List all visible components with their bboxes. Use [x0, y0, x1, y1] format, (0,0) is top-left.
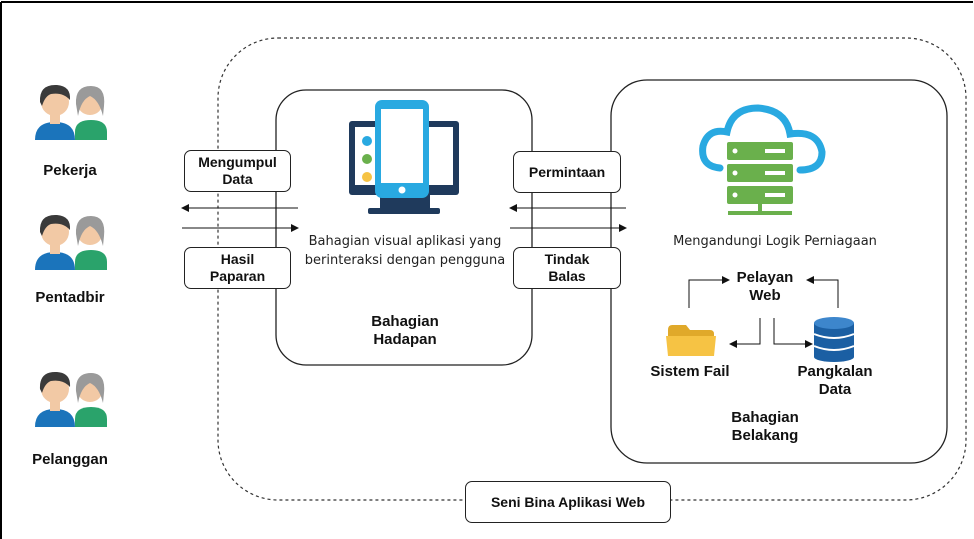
display-result-box: Hasil Paparan: [184, 247, 291, 289]
frontend-description: Bahagian visual aplikasi yang berinterak…: [304, 234, 506, 268]
architecture-title: Seni Bina Aplikasi Web: [465, 481, 671, 523]
database-label: Pangkalan Data: [797, 363, 873, 398]
cloud-server-icon: [699, 104, 826, 215]
collect-data-box: Mengumpul Data: [184, 150, 291, 192]
backend-description: Mengandungi Logik Perniagaan: [673, 234, 877, 249]
request-box: Permintaan: [513, 151, 621, 193]
user-label-pelanggan: Pelanggan: [32, 451, 108, 468]
monitor-phone-icon: [349, 100, 459, 214]
backend-title: Bahagian Belakang: [731, 409, 799, 444]
database-icon: [813, 317, 855, 362]
web-server-label: Pelayan Web: [736, 269, 794, 304]
file-system-label: Sistem Fail: [650, 363, 730, 380]
response-box: Tindak Balas: [513, 247, 621, 289]
user-label-pentadbir: Pentadbir: [35, 289, 105, 306]
folder-icon: [666, 325, 716, 356]
frontend-title: Bahagian Hadapan: [371, 313, 439, 348]
user-label-pekerja: Pekerja: [43, 162, 97, 179]
